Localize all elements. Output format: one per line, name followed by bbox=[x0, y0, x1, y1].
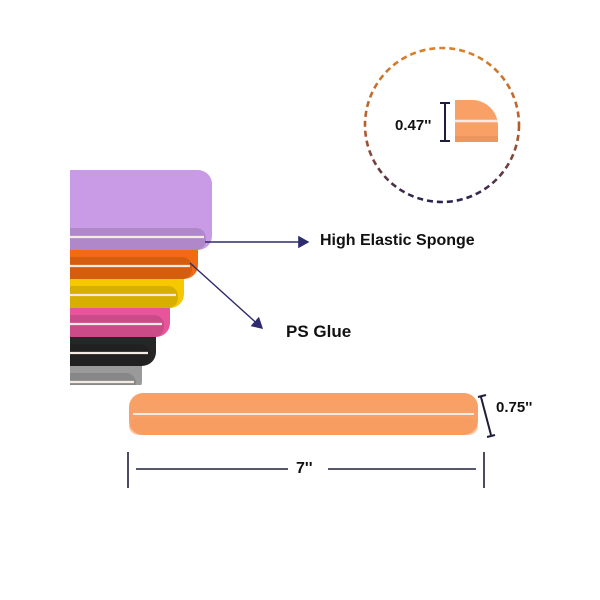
cross-section-sample bbox=[455, 100, 498, 142]
thickness-label: 0.47'' bbox=[395, 117, 432, 134]
sponge-label: High Elastic Sponge bbox=[320, 232, 475, 249]
length-label: 7'' bbox=[296, 460, 313, 477]
stacked-file-1 bbox=[70, 170, 212, 250]
glue-label: PS Glue bbox=[286, 322, 352, 341]
length-dimension-line bbox=[127, 452, 485, 488]
dashed-zoom-circle bbox=[363, 46, 521, 204]
width-label: 0.75'' bbox=[496, 399, 533, 416]
glue-pointer-line bbox=[189, 262, 264, 329]
nail-file-stack bbox=[70, 170, 212, 385]
sample-nail-file bbox=[129, 393, 478, 435]
callout-pointers bbox=[189, 235, 310, 329]
cross-section-detail bbox=[363, 46, 521, 204]
width-dimension-bar bbox=[477, 394, 496, 438]
thickness-dimension-bar bbox=[440, 102, 450, 142]
